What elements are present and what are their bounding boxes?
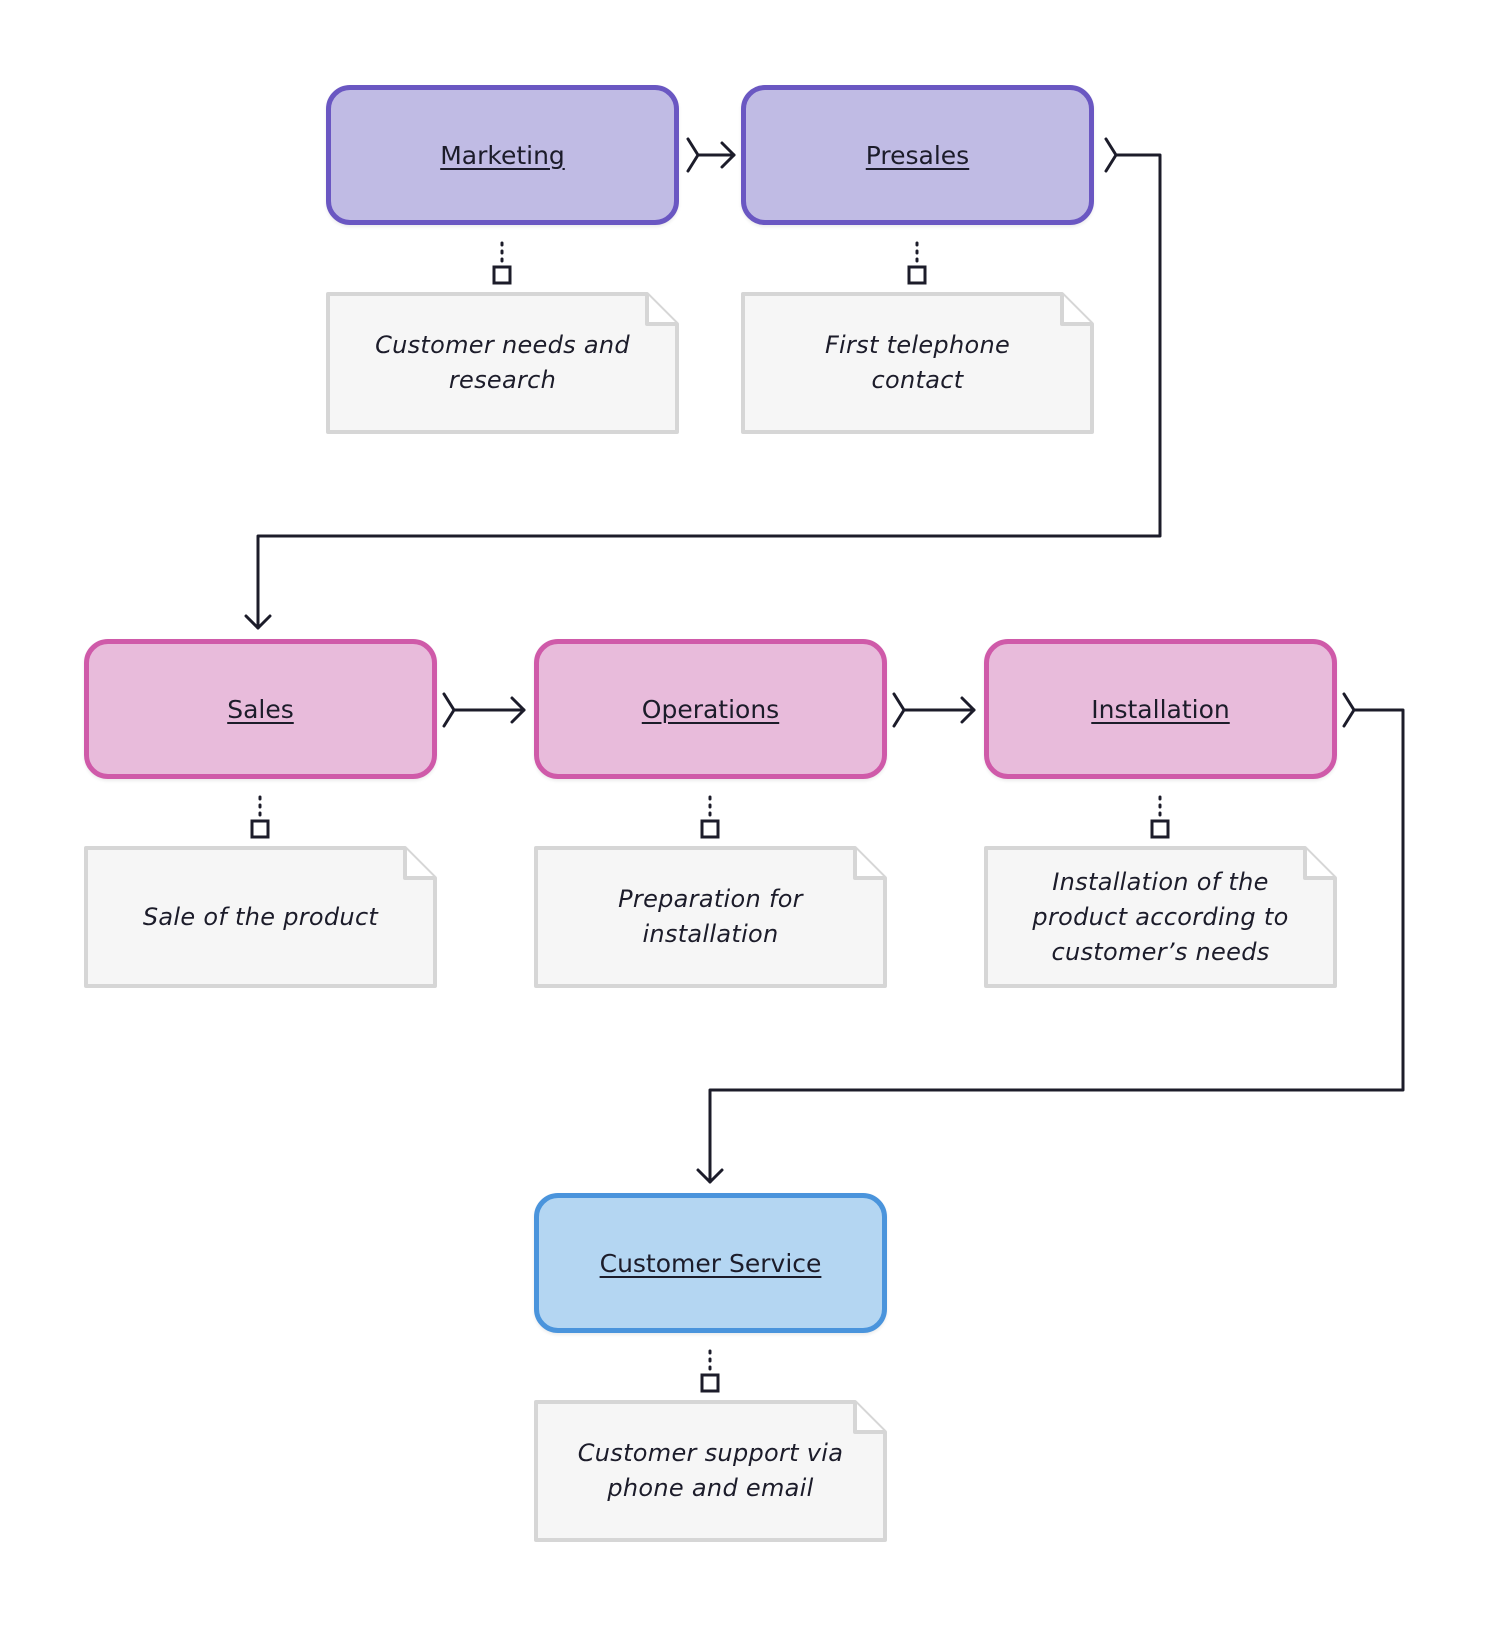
note-text-installation: Installation of the product according to…	[1032, 867, 1289, 966]
stage-box-presales[interactable]: Presales	[741, 85, 1094, 225]
note-presales: First telephone contact	[741, 292, 1094, 434]
stage-box-marketing[interactable]: Marketing	[326, 85, 679, 225]
note-text-marketing: Customer needs and research	[375, 331, 630, 394]
arrow-sales-to-operations	[442, 692, 526, 728]
note-installation: Installation of the product according to…	[984, 846, 1337, 988]
note-shape	[534, 846, 887, 988]
note-customer-service: Customer support via phone and email	[534, 1400, 887, 1542]
arrow-installation-to-customer-service	[696, 692, 1405, 1184]
note-shape	[984, 846, 1337, 988]
note-text-customer-service: Customer support via phone and email	[577, 1439, 844, 1502]
arrow-operations-to-installation	[892, 692, 976, 728]
anchor-square-customer-service	[700, 1373, 720, 1393]
stage-label-presales[interactable]: Presales	[865, 140, 970, 170]
note-marketing: Customer needs and research	[326, 292, 679, 434]
note-text-operations: Preparation for installation	[618, 885, 803, 948]
anchor-square-marketing	[492, 265, 512, 285]
stage-box-installation[interactable]: Installation	[984, 639, 1337, 779]
arrow-marketing-to-presales	[686, 137, 736, 173]
note-shape	[741, 292, 1094, 434]
anchor-square-sales	[250, 819, 270, 839]
note-text-presales: First telephone contact	[824, 331, 1011, 394]
stage-label-marketing[interactable]: Marketing	[440, 140, 565, 170]
note-shape	[326, 292, 679, 434]
anchor-square-operations	[700, 819, 720, 839]
note-shape	[534, 1400, 887, 1542]
anchor-square-installation	[1150, 819, 1170, 839]
stage-label-operations[interactable]: Operations	[641, 694, 780, 724]
note-text-sales: Sale of the product	[142, 902, 379, 931]
note-shape	[84, 846, 437, 988]
note-sales: Sale of the product	[84, 846, 437, 988]
stage-box-sales[interactable]: Sales	[84, 639, 437, 779]
stage-box-operations[interactable]: Operations	[534, 639, 887, 779]
stage-label-installation[interactable]: Installation	[1091, 694, 1230, 724]
anchor-square-presales	[907, 265, 927, 285]
stage-box-customer-service[interactable]: Customer Service	[534, 1193, 887, 1333]
note-operations: Preparation for installation	[534, 846, 887, 988]
stage-label-sales[interactable]: Sales	[227, 694, 294, 724]
arrow-presales-to-sales	[244, 137, 1162, 630]
stage-label-customer-service[interactable]: Customer Service	[599, 1248, 822, 1278]
